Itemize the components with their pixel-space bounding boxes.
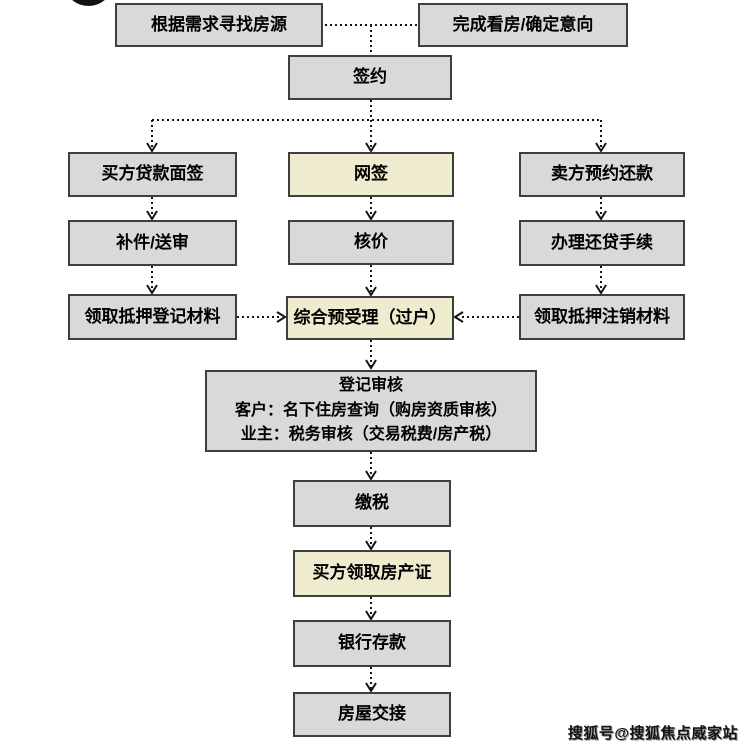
flow-node-pay-tax: 缴税 <box>293 480 451 527</box>
flow-node-pre-acceptance-transfer: 综合预受理（过户） <box>286 296 454 340</box>
flow-node-sign-contract: 签约 <box>288 55 452 100</box>
registration-review-title: 登记审核 <box>338 376 403 394</box>
flow-node-buyer-loan-interview: 买方贷款面签 <box>68 152 237 197</box>
flow-node-repay-procedure: 办理还贷手续 <box>519 220 685 266</box>
flow-node-find-house: 根据需求寻找房源 <box>115 3 323 47</box>
flow-node-supplement-review: 补件/送审 <box>68 220 237 266</box>
flow-node-online-sign: 网签 <box>288 152 454 197</box>
registration-review-buyer-line: 客户：名下住房查询（购房资质审核） <box>234 401 507 419</box>
cropped-bullet-shape <box>67 0 110 6</box>
flow-node-bank-deposit: 银行存款 <box>293 620 451 667</box>
flow-node-mortgage-cancel-materials: 领取抵押注销材料 <box>519 294 685 340</box>
registration-review-owner-line: 业主：税务审核（交易税费/房产税） <box>240 426 502 444</box>
flow-node-mortgage-registration-materials: 领取抵押登记材料 <box>68 294 237 340</box>
flow-node-confirm-intent: 完成看房/确定意向 <box>418 3 628 47</box>
flow-node-seller-repay-appointment: 卖方预约还款 <box>519 152 685 197</box>
flow-node-house-handover: 房屋交接 <box>293 692 451 737</box>
flow-node-registration-review: 登记审核 客户：名下住房查询（购房资质审核） 业主：税务审核（交易税费/房产税） <box>205 370 537 452</box>
sohu-watermark: 搜狐号@搜狐焦点威家站 <box>567 725 738 742</box>
flow-node-buyer-get-certificate: 买方领取房产证 <box>293 550 451 597</box>
flow-node-price-check: 核价 <box>288 220 454 265</box>
